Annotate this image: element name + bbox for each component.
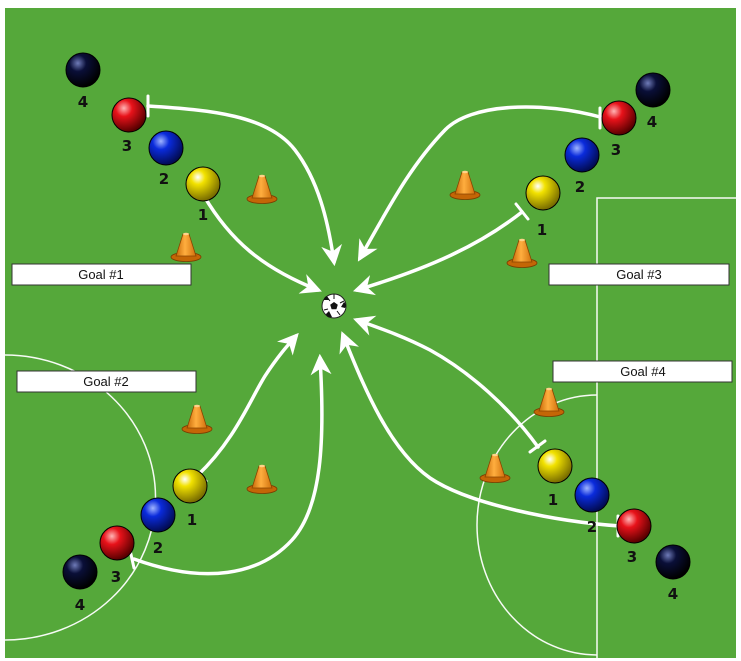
player-marker-icon xyxy=(655,544,691,580)
player-marker-icon xyxy=(601,100,637,136)
player-number-label: 1 xyxy=(548,491,558,509)
player-group-bottom-right: 1 2 3 4 xyxy=(537,448,691,603)
player-marker-icon xyxy=(525,175,561,211)
arrow-br-from-3 xyxy=(339,331,622,528)
player-marker-icon xyxy=(185,166,221,202)
player-number-label: 4 xyxy=(647,113,657,131)
player-marker-icon xyxy=(574,477,610,513)
player-number-label: 2 xyxy=(587,518,597,536)
training-cone-icon xyxy=(479,453,511,483)
goal-4-label: Goal #4 xyxy=(552,360,733,383)
tick-tr-1 xyxy=(514,202,530,221)
player-marker-icon xyxy=(140,497,176,533)
goal-3-text: Goal #3 xyxy=(616,267,662,282)
goal-1-text: Goal #1 xyxy=(78,267,124,282)
player-marker-icon xyxy=(564,137,600,173)
arrow-tl-from-3 xyxy=(146,104,343,267)
soccer-ball-icon xyxy=(321,293,347,319)
arrow-bl-from-3 xyxy=(132,353,332,576)
arrow-br-from-1 xyxy=(353,315,540,449)
arrow-tr-from-3 xyxy=(357,105,606,262)
training-cone-icon xyxy=(533,387,565,417)
player-marker-icon xyxy=(62,554,98,590)
player-number-label: 4 xyxy=(668,585,678,603)
player-marker-icon xyxy=(635,72,671,108)
training-cone-icon xyxy=(170,232,202,262)
player-marker-icon xyxy=(65,52,101,88)
tick-br-1 xyxy=(528,439,547,454)
player-group-bottom-left: 1 2 3 4 xyxy=(62,468,208,614)
training-cone-icon xyxy=(246,464,278,494)
arrow-tr-from-1 xyxy=(352,210,524,296)
player-marker-icon xyxy=(616,508,652,544)
player-number-label: 3 xyxy=(111,568,121,586)
players: 1 2 3 4 1 2 3 4 1 2 3 4 1 2 3 4 xyxy=(62,52,691,614)
training-cone-icon xyxy=(246,174,278,204)
goal-1-label: Goal #1 xyxy=(11,263,192,286)
player-number-label: 1 xyxy=(537,221,547,239)
player-group-top-left: 1 2 3 4 xyxy=(65,52,221,224)
player-number-label: 1 xyxy=(198,206,208,224)
player-marker-icon xyxy=(99,525,135,561)
goal-labels: Goal #1 Goal #2 Goal #3 Goal #4 xyxy=(11,263,733,393)
cones xyxy=(170,170,565,494)
player-number-label: 2 xyxy=(153,539,163,557)
player-number-label: 1 xyxy=(187,511,197,529)
player-marker-icon xyxy=(148,130,184,166)
player-marker-icon xyxy=(111,97,147,133)
goal-3-label: Goal #3 xyxy=(548,263,730,286)
player-marker-icon xyxy=(537,448,573,484)
training-cone-icon xyxy=(506,238,538,268)
player-number-label: 4 xyxy=(75,596,85,614)
arrow-tl-from-1 xyxy=(202,194,322,294)
player-group-top-right: 1 2 3 4 xyxy=(525,72,671,239)
player-number-label: 4 xyxy=(78,93,88,111)
player-number-label: 3 xyxy=(122,137,132,155)
arrow-bl-from-1 xyxy=(195,332,299,478)
player-number-label: 3 xyxy=(611,141,621,159)
player-number-label: 3 xyxy=(627,548,637,566)
player-number-label: 2 xyxy=(159,170,169,188)
training-cone-icon xyxy=(181,404,213,434)
goal-2-text: Goal #2 xyxy=(83,374,129,389)
player-marker-icon xyxy=(172,468,208,504)
goal-4-text: Goal #4 xyxy=(620,364,666,379)
goal-2-label: Goal #2 xyxy=(16,370,197,393)
player-number-label: 2 xyxy=(575,178,585,196)
training-cone-icon xyxy=(449,170,481,200)
movement-arrows xyxy=(128,94,622,576)
